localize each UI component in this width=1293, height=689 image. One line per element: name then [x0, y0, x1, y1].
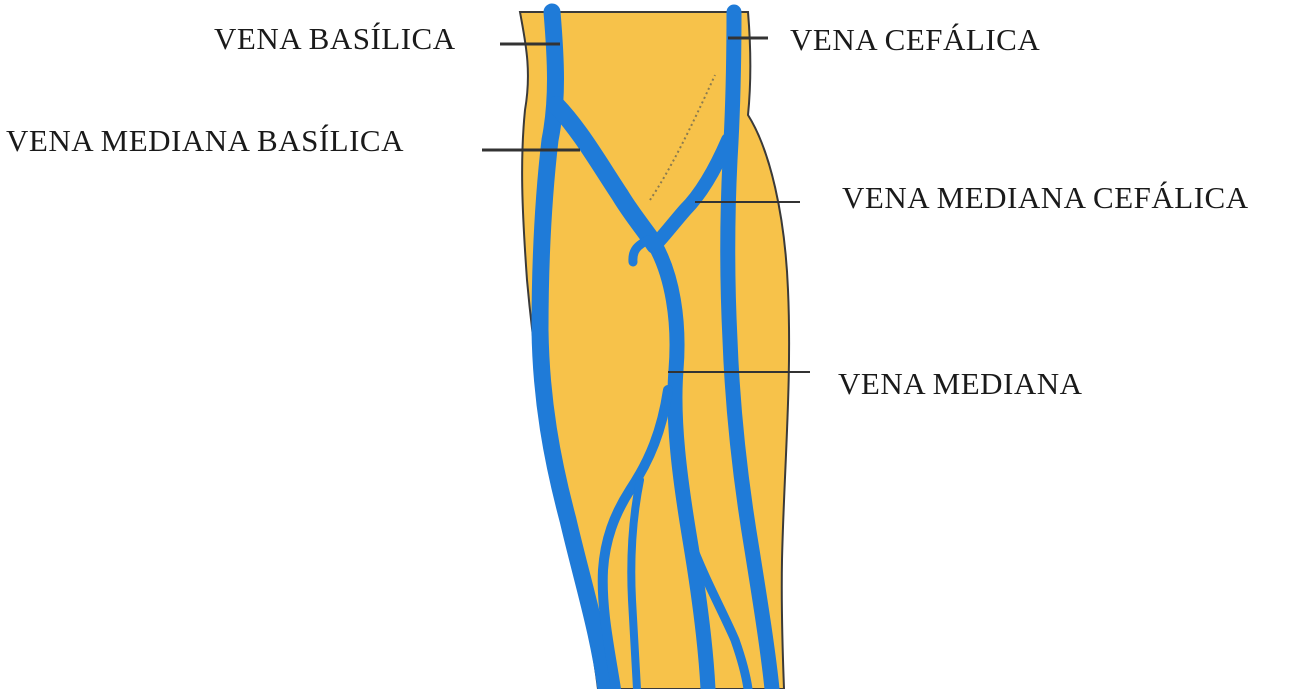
label-vena-mediana: VENA MEDIANA [838, 368, 1083, 399]
label-vena-cefalica: VENA CEFÁLICA [790, 24, 1040, 55]
label-vena-basilica: VENA BASÍLICA [214, 23, 456, 54]
label-vena-mediana-cefalica: VENA MEDIANA CEFÁLICA [842, 182, 1249, 213]
label-vena-mediana-basilica: VENA MEDIANA BASÍLICA [6, 125, 404, 156]
